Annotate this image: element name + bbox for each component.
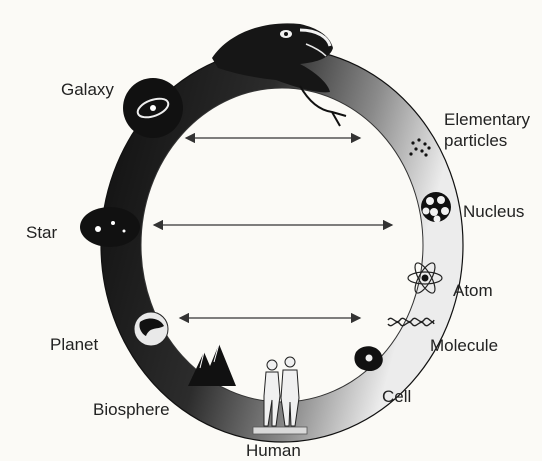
nucleus-icon <box>421 192 451 223</box>
label-human: Human <box>246 441 301 460</box>
label-galaxy: Galaxy <box>61 80 114 99</box>
label-star: Star <box>26 223 58 242</box>
label-planet: Planet <box>50 335 99 354</box>
star-icon <box>80 207 140 247</box>
biosphere-icon <box>188 343 236 386</box>
label-molecule: Molecule <box>430 336 499 355</box>
label-elementary-particles: Elementary particles <box>444 110 530 150</box>
label-atom: Atom <box>453 281 493 300</box>
planet-icon <box>133 311 169 347</box>
atom-icon <box>407 262 443 294</box>
galaxy-icon <box>123 78 183 138</box>
label-nucleus: Nucleus <box>463 202 525 221</box>
label-cell: Cell <box>382 387 412 406</box>
molecule-icon <box>387 317 435 327</box>
cell-icon <box>354 346 383 372</box>
humans-icon <box>252 356 308 435</box>
label-biosphere: Biosphere <box>93 400 170 419</box>
snake-head <box>212 23 347 127</box>
particles-icon <box>409 138 431 157</box>
